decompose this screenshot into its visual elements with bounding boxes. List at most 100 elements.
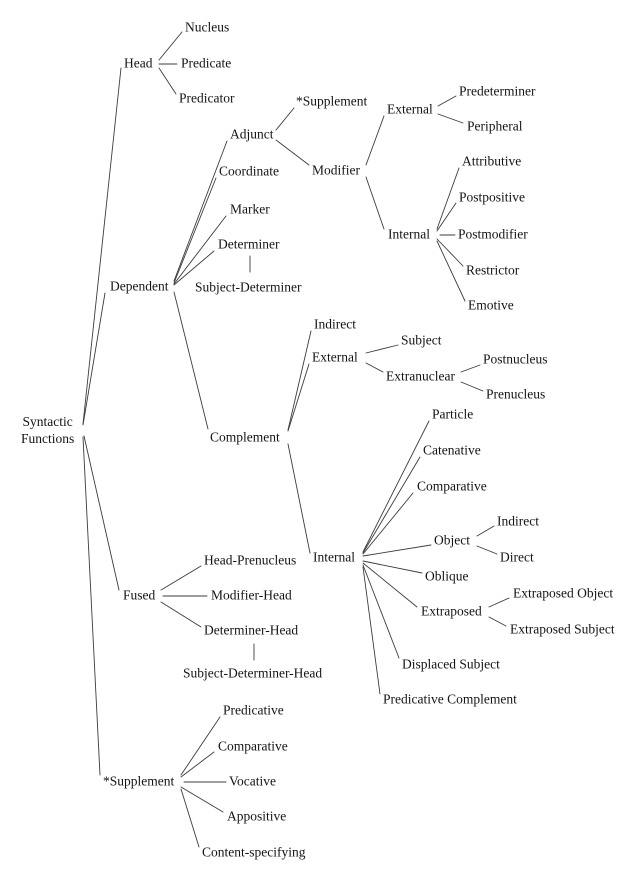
node-syntactic-functions: Syntactic Functions [21,414,75,446]
node-predicative-complement: Predicative Complement [383,691,517,707]
node-extranuclear: Extranuclear [386,368,455,384]
node-extraposed: Extraposed [421,603,482,619]
node-appositive: Appositive [227,808,287,824]
node-nucleus: Nucleus [185,19,230,35]
tree-edge [460,381,484,392]
node-object: Object [434,532,470,548]
tree-edge [436,167,460,230]
tree-edge [437,95,457,107]
node-external-complement: External [312,349,358,365]
node-determiner-head: Determiner-Head [204,622,299,638]
tree-edge [362,560,423,574]
node-modifier-head: Modifier-Head [211,587,292,603]
node-postpositive: Postpositive [459,189,526,205]
tree-edge [158,31,183,61]
node-coordinate: Coordinate [219,163,279,179]
node-prenucleus: Prenucleus [486,386,546,402]
tree-edge [180,786,224,813]
tree-edge [173,250,215,286]
node-marker: Marker [230,201,270,217]
node-direct-object: Direct [500,549,534,565]
node-extraposed-subject: Extraposed Subject [510,621,615,637]
tree-edge [287,443,311,554]
node-restrictor: Restrictor [466,262,520,278]
tree-edge [362,456,421,554]
tree-edge [83,435,120,591]
node-peripheral: Peripheral [467,118,523,134]
node-supplement-top: *Supplement [296,93,368,109]
tree-edge [362,492,414,555]
tree-edge [275,107,295,131]
node-attributive: Attributive [462,153,522,169]
tree-edge [476,545,498,555]
node-determiner: Determiner [218,236,280,252]
tree-edge [365,362,384,373]
tree-edge [160,601,202,628]
tree-edge [362,566,381,695]
node-internal-modifier: Internal [388,226,430,242]
node-particle: Particle [432,406,474,422]
tree-edge [488,616,507,627]
node-internal-complement: Internal [313,549,355,565]
node-vocative: Vocative [229,773,276,789]
node-postnucleus: Postnucleus [483,351,548,367]
tree-edge [287,330,312,431]
tree-edge [82,67,122,425]
node-oblique: Oblique [425,568,469,584]
node-head: Head [124,55,153,71]
node-complement: Complement [210,429,280,445]
node-predeterminer: Predeterminer [459,83,536,99]
tree-edge [460,364,481,373]
tree-edge [362,420,430,553]
node-comparative-complement: Comparative [417,478,487,494]
node-predicate: Predicate [181,55,232,71]
tree-edge [365,344,399,354]
node-adjunct: Adjunct [230,126,274,142]
tree-edge [287,363,310,432]
node-displaced-subject: Displaced Subject [402,656,500,672]
tree-edge [82,436,101,776]
tree-edge [275,139,310,166]
tree-edge [158,67,177,95]
node-subject: Subject [401,332,442,348]
tree-edge [362,544,432,557]
tree-edge [180,751,215,778]
node-emotive: Emotive [468,297,514,313]
tree-edge [436,240,466,302]
node-catenative: Catenative [423,442,481,458]
node-modifier: Modifier [312,162,360,178]
node-dependent: Dependent [110,278,169,294]
node-predicative: Predicative [223,702,284,718]
node-head-prenucleus: Head-Prenucleus [204,552,297,568]
tree-edge [173,177,217,284]
node-postmodifier: Postmodifier [458,226,528,242]
node-comparative-supplement: Comparative [218,738,288,754]
tree-edge [437,113,464,124]
node-content-specifying: Content-specifying [202,844,306,860]
node-predicator: Predicator [179,90,235,106]
node-subject-determiner-head: Subject-Determiner-Head [183,665,323,681]
tree-edge [365,176,385,230]
tree-edge [173,140,228,282]
node-supplement-bottom: *Supplement [103,773,175,789]
node-indirect-external: Indirect [314,316,356,332]
tree-edge [436,238,464,267]
tree-edge [436,202,457,232]
node-subject-determiner: Subject-Determiner [195,279,302,295]
tree-edge [180,788,200,848]
node-indirect-object: Indirect [497,513,539,529]
node-external-modifier: External [387,101,433,117]
tree-edge [488,597,510,608]
tree-edge [160,565,202,591]
tree-edge [362,564,400,659]
tree-edge [365,115,385,166]
tree-edge [173,291,209,430]
tree-edge [173,215,227,285]
node-fused: Fused [123,587,156,603]
node-extraposed-object: Extraposed Object [513,585,614,601]
tree-edge [362,562,418,608]
tree-edge [82,292,106,426]
tree-edge [180,716,221,776]
